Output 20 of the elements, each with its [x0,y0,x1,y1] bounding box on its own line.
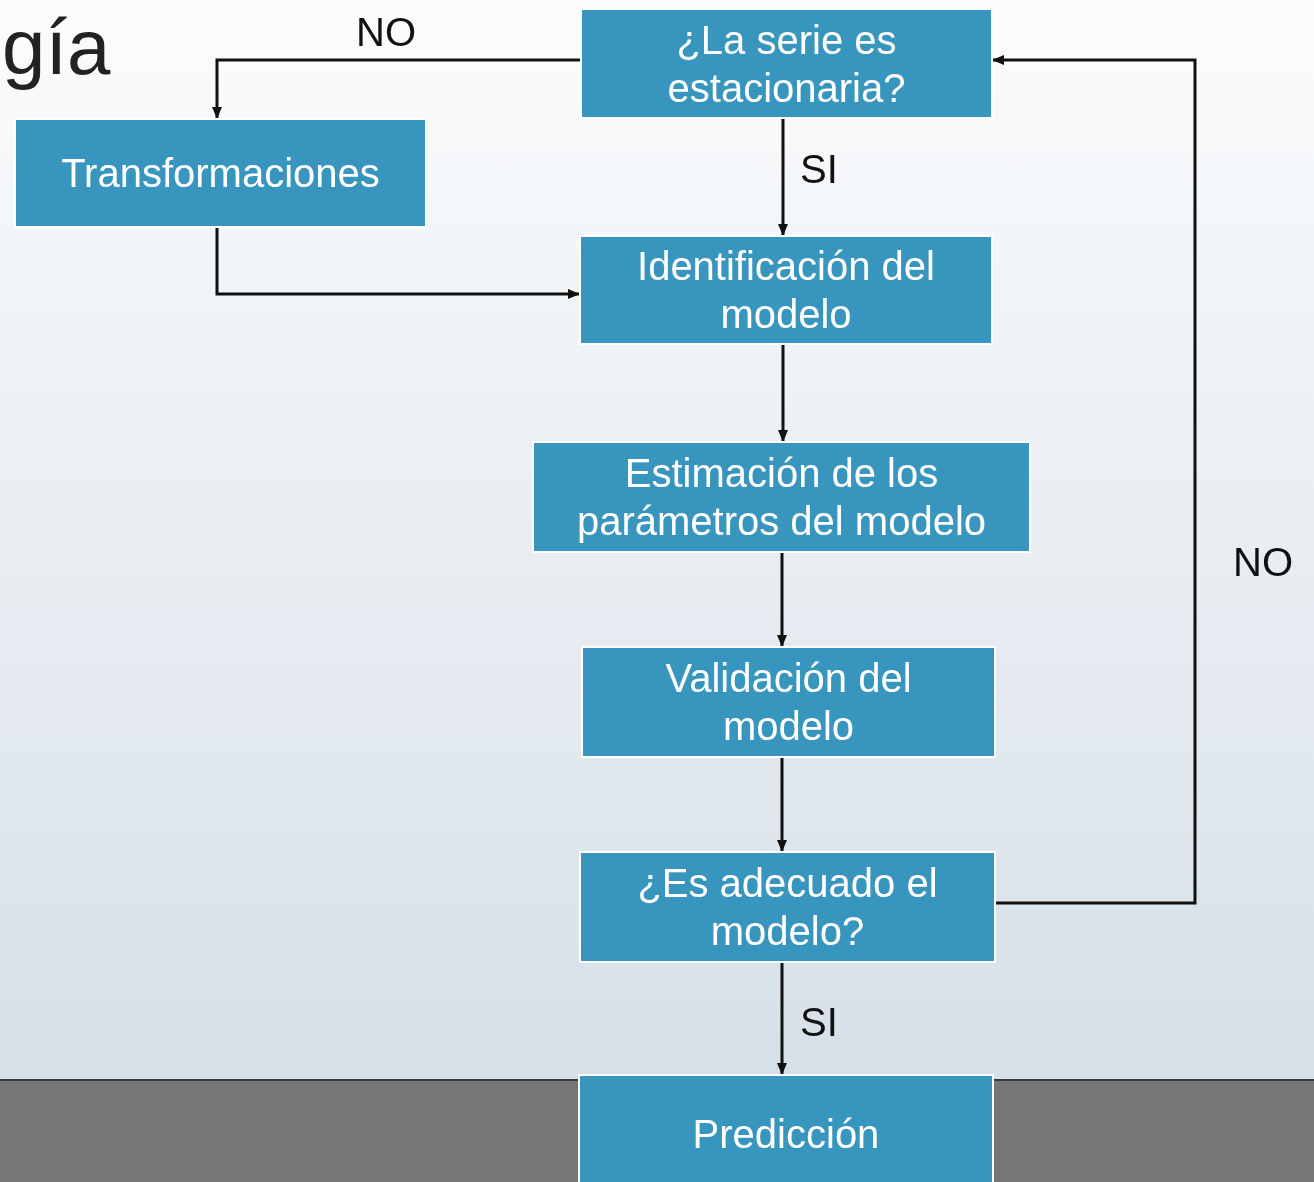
process-box: Transformaciones [14,118,427,228]
process-box: Validación del modelo [581,646,996,758]
arrow [212,58,580,119]
process-box: Identificación del modelo [579,235,993,345]
edge-label: NO [356,9,416,56]
process-box: Predicción [578,1074,994,1182]
edge-label: SI [800,999,838,1046]
arrow [777,758,787,852]
arrow [215,228,580,299]
edge-label: SI [800,146,838,193]
process-box: ¿Es adecuado el modelo? [579,851,996,963]
edge-label: NO [1233,539,1293,586]
title-fragment: gía [2,2,111,92]
process-box: ¿La serie es estacionaria? [580,8,993,119]
process-box: Estimación de los parámetros del modelo [532,441,1031,553]
arrow [992,55,1197,905]
arrow [778,119,788,236]
arrow [778,345,788,442]
arrow [777,553,787,647]
arrow [777,963,787,1075]
